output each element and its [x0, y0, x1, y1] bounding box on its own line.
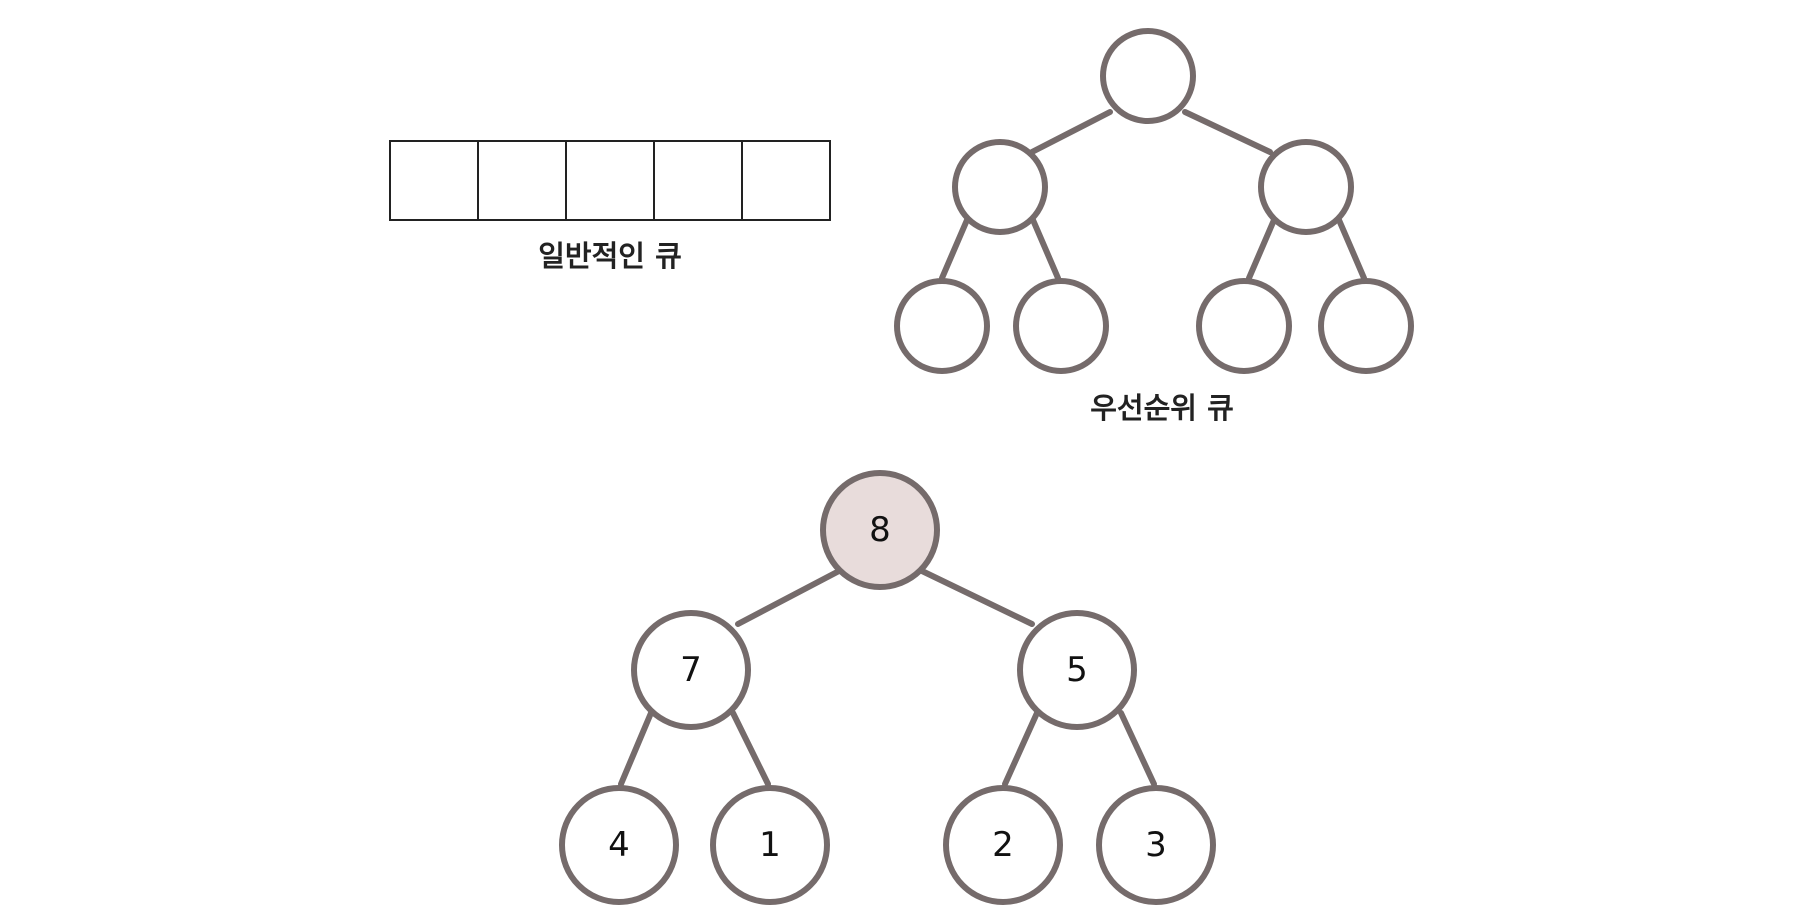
tree-node [1318, 278, 1414, 374]
heap-edge [1002, 710, 1040, 787]
queue-cell [565, 140, 655, 221]
tree-edge [1246, 217, 1277, 281]
tree-edge [1030, 217, 1061, 281]
heap-node [559, 785, 679, 905]
tree-node [1013, 278, 1109, 374]
ordinary-queue: 일반적인 큐 [389, 140, 831, 273]
heap-edge [730, 710, 771, 787]
heap-node-value: 1 [759, 825, 781, 865]
tree-node [1100, 28, 1196, 124]
queue-cell [389, 140, 479, 221]
heap-edge [618, 710, 654, 787]
tree-node [1196, 278, 1292, 374]
ordinary-queue-caption: 일반적인 큐 [538, 239, 682, 273]
heap-node [943, 785, 1063, 905]
tree-node [894, 278, 990, 374]
heap-edge [735, 568, 842, 627]
heap-edge [1118, 710, 1157, 787]
tree-node [952, 139, 1048, 235]
queue-cell [477, 140, 567, 221]
priority-queue-caption: 우선순위 큐 [1090, 391, 1234, 425]
priority-queue-tree: 우선순위 큐 [894, 28, 1414, 425]
tree-edge [1336, 217, 1367, 281]
max-heap-tree: 8 7 5 4 1 2 3 [559, 470, 1216, 905]
heap-node-value: 5 [1066, 650, 1088, 690]
queue-cell [653, 140, 743, 221]
tree-edge [939, 217, 970, 281]
heap-node-value: 2 [992, 825, 1014, 865]
tree-edge [1029, 109, 1113, 155]
heap-node-value: 4 [608, 825, 630, 865]
heap-root-node [820, 470, 940, 590]
heap-node [1017, 610, 1137, 730]
heap-root-value: 8 [869, 510, 891, 550]
heap-node-value: 7 [680, 650, 702, 690]
heap-node [710, 785, 830, 905]
tree-node [1258, 139, 1354, 235]
tree-edge [1182, 109, 1273, 155]
queue-cell [741, 140, 831, 221]
heap-edge [919, 568, 1035, 627]
heap-node [1096, 785, 1216, 905]
heap-node-value: 3 [1145, 825, 1167, 865]
heap-node [631, 610, 751, 730]
